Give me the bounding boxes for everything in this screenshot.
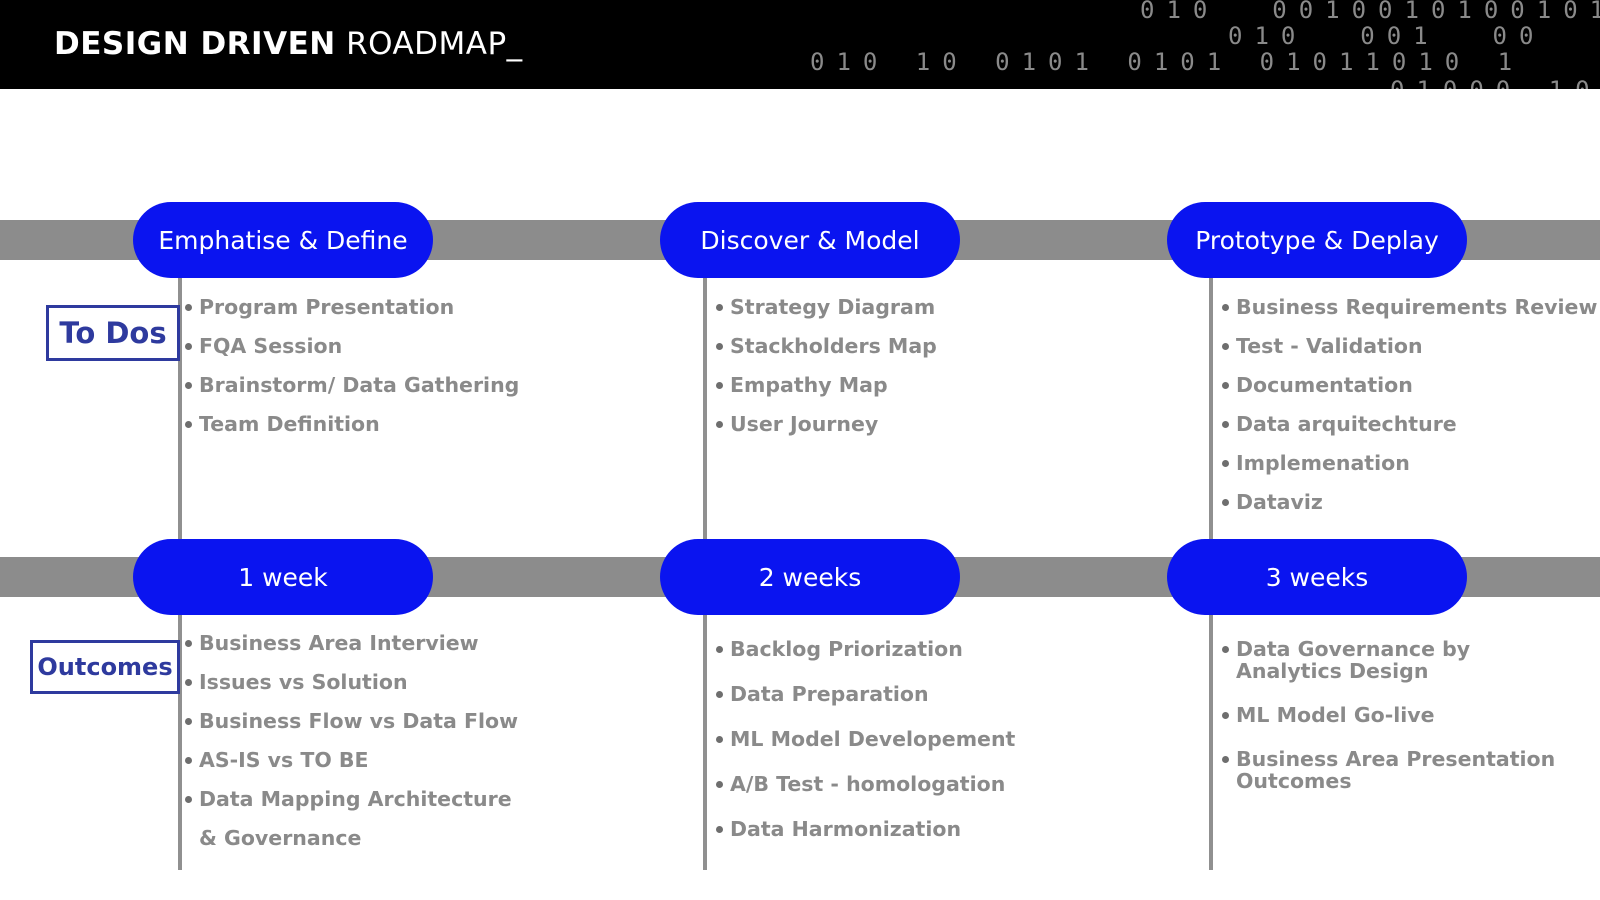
binary-decoration-3: 010 10 0101 0101 01011010 1 [810,48,1525,76]
list-item: Strategy Diagram [716,288,937,327]
title-light: ROADMAP_ [346,26,523,62]
binary-decoration-1: 010 0010010100101 [1140,0,1600,24]
phase-1-line-bottom [178,612,182,870]
phase-2-outcome-list: Backlog Priorization Data Preparation ML… [716,627,1015,852]
phase-3-line-top [1209,276,1213,546]
list-item: Data Governance by Analytics Design [1222,638,1566,682]
duration-1-pill: 1 week [133,539,433,615]
duration-3-pill: 3 weeks [1167,539,1467,615]
phase-1-line-top [178,276,182,546]
list-item: Dataviz [1222,483,1597,522]
list-item: AS-IS vs TO BE [185,741,518,780]
list-item: Brainstorm/ Data Gathering [185,366,519,405]
list-item: Empathy Map [716,366,937,405]
phase-2-line-top [703,276,707,546]
list-item: Data arquitechture [1222,405,1597,444]
list-item: A/B Test - homologation [716,762,1015,807]
phase-1-outcome-list: Business Area Interview Issues vs Soluti… [185,624,518,858]
list-item: Data Mapping Architecture [185,780,518,819]
phase-3-pill: Prototype & Deplay [1167,202,1467,278]
list-item-continuation: & Governance [199,826,362,850]
list-item: Documentation [1222,366,1597,405]
list-item: ML Model Go-live [1222,704,1566,726]
list-item: Team Definition [185,405,519,444]
list-item: FQA Session [185,327,519,366]
list-item: Business Area Interview [185,624,518,663]
duration-2-pill: 2 weeks [660,539,960,615]
todos-label: To Dos [46,305,180,361]
header-bar: DESIGN DRIVEN ROADMAP_ 010 0010010100101… [0,0,1600,89]
phase-1-todo-list: Program Presentation FQA Session Brainst… [185,288,519,444]
list-item: ML Model Developement [716,717,1015,762]
phase-2-todo-list: Strategy Diagram Stackholders Map Empath… [716,288,937,444]
phase-2-line-bottom [703,612,707,870]
list-item: Business Flow vs Data Flow [185,702,518,741]
phase-2-pill: Discover & Model [660,202,960,278]
binary-decoration-2: 010 001 00 10 [1228,22,1546,50]
list-item: Implemenation [1222,444,1597,483]
list-item: Data Preparation [716,672,1015,717]
phase-3-todo-list: Business Requirements Review Test - Vali… [1222,288,1597,522]
list-item: Backlog Priorization [716,627,1015,672]
list-item: Business Area Presentation Outcomes [1222,748,1566,792]
list-item: User Journey [716,405,937,444]
list-item: Data Harmonization [716,807,1015,852]
list-item: Test - Validation [1222,327,1597,366]
page-title: DESIGN DRIVEN ROADMAP_ [54,26,523,62]
phase-3-outcome-list: Data Governance by Analytics Design ML M… [1222,638,1566,814]
list-item: Issues vs Solution [185,663,518,702]
phase-1-pill: Emphatise & Define [133,202,433,278]
outcomes-label: Outcomes [30,640,180,694]
phase-3-line-bottom [1209,612,1213,870]
list-item: Business Requirements Review [1222,288,1597,327]
title-bold: DESIGN DRIVEN [54,26,336,62]
list-item: Program Presentation [185,288,519,327]
list-item: Stackholders Map [716,327,937,366]
